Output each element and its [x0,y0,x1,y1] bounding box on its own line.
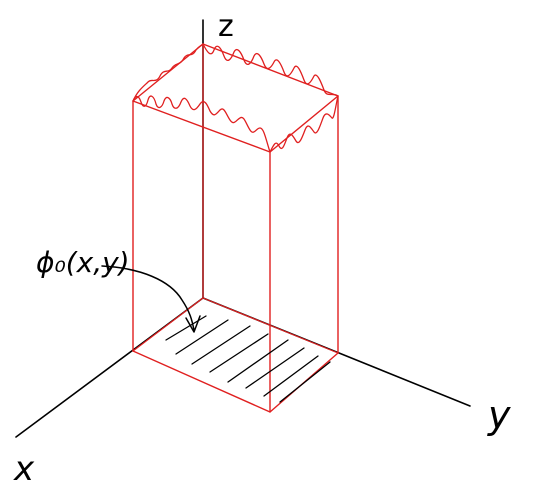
wavy-surface-right [269,95,339,153]
hatch-line [165,315,207,341]
axes [15,19,471,438]
hatch-line [175,319,229,355]
hatch-line [245,347,305,389]
hatch-line [227,339,289,383]
hatch-line [279,361,331,403]
hatch-line [209,333,269,373]
wavy-surface-back [202,43,339,97]
hatch-line [191,325,251,365]
y-axis-label: y [487,393,511,437]
wavy-surface-left [132,95,271,153]
box-top [132,43,339,153]
box-base [132,350,339,413]
axis-labels: z y x [13,9,511,489]
annotation-arrow-head [185,315,201,333]
phi-zero-label: ϕ₀(x,y) [36,246,130,279]
hatch-line [263,355,319,397]
wavy-surface-front [132,43,204,102]
annotation: ϕ₀(x,y) [36,246,201,333]
box-base-back-left [132,297,204,352]
red-box [132,43,339,413]
hatched-region [165,315,331,403]
annotation-arrow-curve [101,265,195,331]
x-axis-label: x [13,449,35,489]
z-axis-label: z [218,9,234,44]
